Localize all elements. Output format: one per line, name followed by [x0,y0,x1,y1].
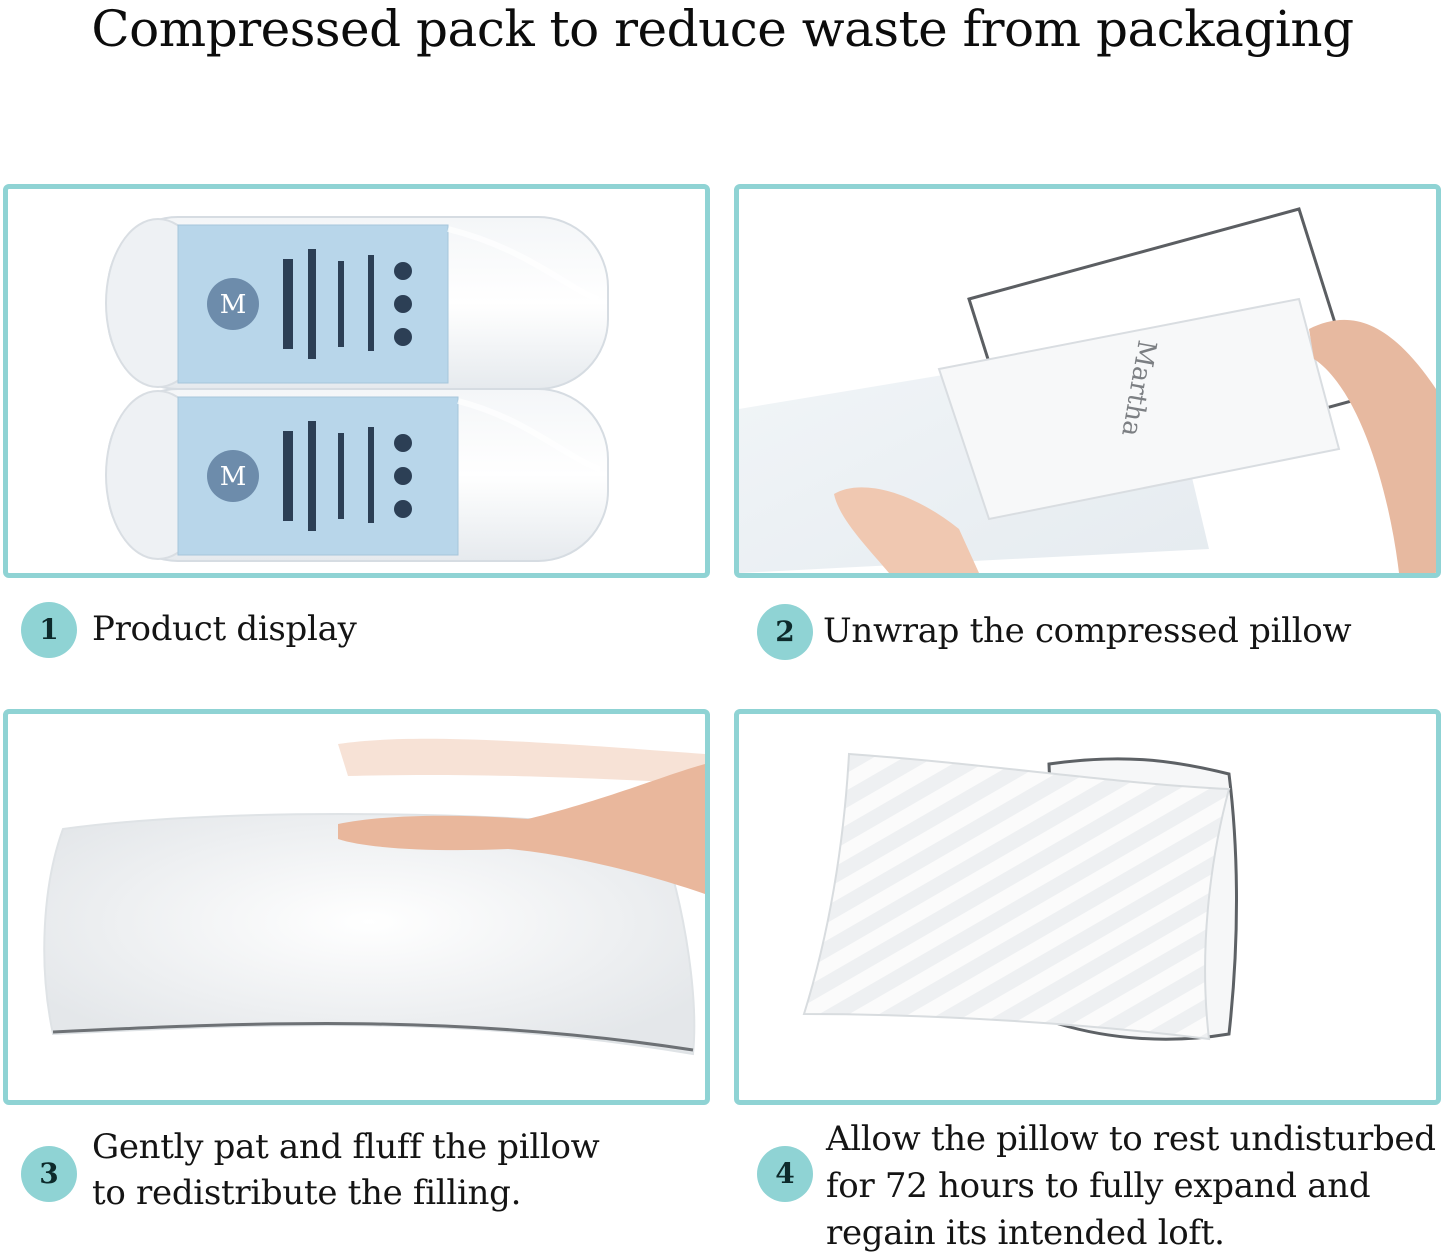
step-2-caption-line: Unwrap the compressed pillow [823,611,1352,651]
unwrap-pillow-image: Martha [739,207,1436,573]
step-3-caption-line-1: Gently pat and fluff the pillow [92,1127,600,1167]
step-4-caption: Allow the pillow to rest undisturbed for… [826,1116,1436,1257]
step-4-caption-line-2: for 72 hours to fully expand and [826,1166,1371,1206]
step-1-caption: Product display [92,606,357,652]
step-1-caption-line: Product display [92,609,357,649]
step-1-image-panel: M M [3,184,710,578]
step-3-caption-line-2: to redistribute the filling. [92,1173,522,1213]
step-2-image-panel: Martha [734,184,1441,578]
svg-text:M: M [220,462,247,492]
step-2-badge: 2 [757,604,813,660]
pillow-body [43,813,696,1056]
packaged-pillows-image: M M [105,216,609,562]
step-3-badge: 3 [21,1146,77,1202]
step-4-caption-line-3: regain its intended loft. [826,1213,1225,1253]
hand-motion-ghost [338,738,705,784]
patting-hand [338,764,705,894]
step-4-caption-line-1: Allow the pillow to rest undisturbed [826,1119,1436,1159]
monogram-badge [207,278,259,330]
step-3-image-panel [3,709,710,1105]
page-headline: Compressed pack to reduce waste from pac… [91,0,1354,58]
pillow-roll-top: M [105,216,609,390]
svg-text:M: M [220,290,247,320]
step-2-caption: Unwrap the compressed pillow [823,608,1352,654]
step-4-image-panel [734,709,1441,1105]
right-hand [1309,319,1436,573]
fluff-pillow-image [43,738,705,1056]
left-hand [834,487,979,573]
expanded-pillows-image [802,752,1238,1041]
step-4-badge: 4 [757,1146,813,1202]
step-1-badge: 1 [21,602,77,658]
front-pillow [802,752,1231,1041]
pillow-roll-bottom: M [105,388,609,562]
step-3-caption: Gently pat and fluff the pillow to redis… [92,1124,692,1216]
